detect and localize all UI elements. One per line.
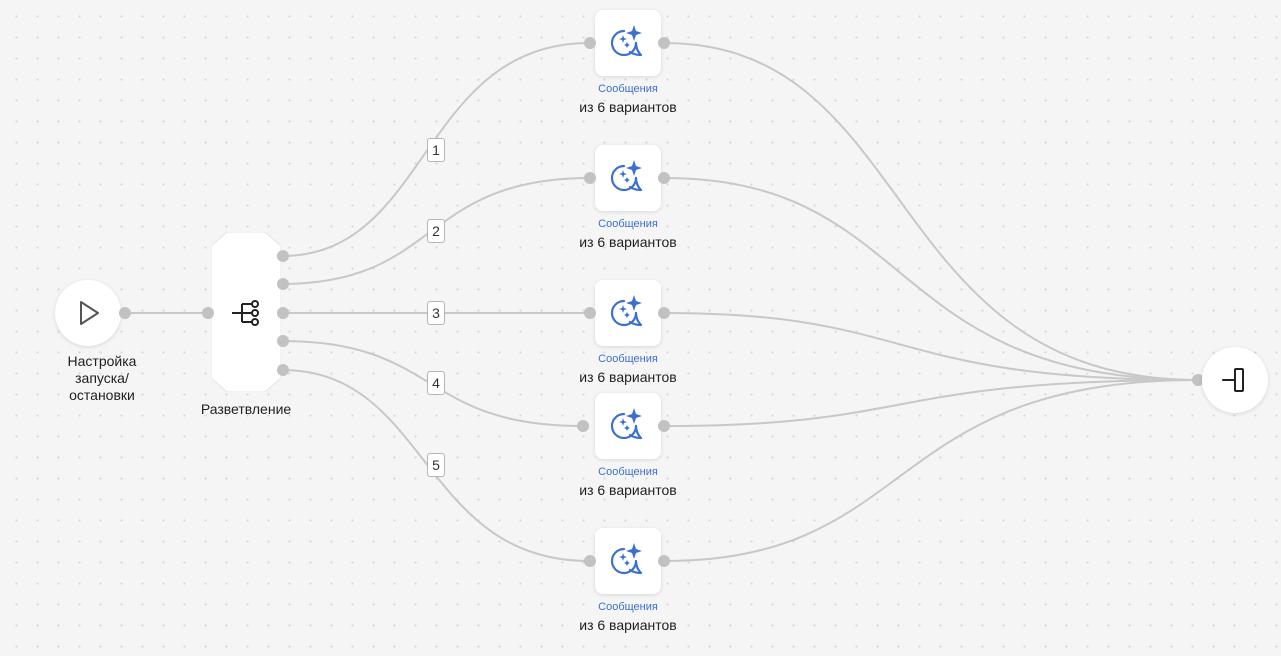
message-3-output-port[interactable]	[658, 307, 670, 319]
play-icon	[80, 301, 99, 325]
message-node-3[interactable]	[595, 280, 661, 346]
message-node-5[interactable]	[595, 528, 661, 594]
end-node[interactable]	[1202, 347, 1268, 413]
message-2-output-port[interactable]	[658, 172, 670, 184]
message-1-title: из 6 вариантов	[579, 99, 677, 115]
message-1-output-port[interactable]	[658, 37, 670, 49]
message-2-subtitle: Сообщения	[598, 218, 658, 230]
message-4-subtitle: Сообщения	[598, 466, 658, 478]
message-5-output-port[interactable]	[658, 555, 670, 567]
edge-msg-5-end	[663, 379, 1199, 562]
ai-chat-icon	[610, 295, 643, 327]
branch-output-port-4[interactable]	[277, 335, 289, 347]
branch-number-3[interactable]: 3	[427, 301, 445, 325]
ai-chat-icon	[610, 408, 643, 440]
start-label: Настройка запуска/остановки	[67, 353, 137, 403]
message-4-output-port[interactable]	[658, 420, 670, 432]
message-4-title: из 6 вариантов	[579, 482, 677, 498]
edge-msg-3-end	[663, 312, 1199, 381]
branch-node[interactable]	[211, 232, 281, 392]
message-1-input-port[interactable]	[584, 37, 596, 49]
ai-chat-icon	[610, 160, 643, 192]
branch-icon	[232, 300, 259, 326]
edge-msg-2-end	[663, 177, 1199, 381]
branch-output-port-1[interactable]	[277, 250, 289, 262]
message-3-subtitle: Сообщения	[598, 353, 658, 365]
message-2-title: из 6 вариантов	[579, 234, 677, 250]
branch-input-port[interactable]	[202, 307, 214, 319]
message-node-4[interactable]	[595, 393, 661, 459]
branch-output-port-2[interactable]	[277, 278, 289, 290]
message-4-input-port[interactable]	[577, 420, 589, 432]
end-input-port[interactable]	[1192, 374, 1204, 386]
branch-number-4[interactable]: 4	[427, 371, 445, 395]
message-5-subtitle: Сообщения	[598, 601, 658, 613]
message-node-1[interactable]	[595, 10, 661, 76]
ai-chat-icon	[610, 543, 643, 575]
edge-msg-1-end	[663, 42, 1199, 381]
message-5-title: из 6 вариантов	[579, 617, 677, 633]
edge-msg-4-end	[663, 379, 1199, 427]
end-icon	[1222, 368, 1244, 392]
message-1-subtitle: Сообщения	[598, 83, 658, 95]
start-output-port[interactable]	[119, 307, 131, 319]
message-node-2[interactable]	[595, 145, 661, 211]
branch-output-port-5[interactable]	[277, 364, 289, 376]
branch-number-5[interactable]: 5	[427, 453, 445, 477]
branch-number-2[interactable]: 2	[427, 219, 445, 243]
branch-output-port-3[interactable]	[277, 307, 289, 319]
message-2-input-port[interactable]	[584, 172, 596, 184]
branch-label: Разветвление	[200, 401, 292, 417]
branch-number-1[interactable]: 1	[427, 138, 445, 162]
start-node[interactable]	[55, 280, 121, 346]
message-3-title: из 6 вариантов	[579, 369, 677, 385]
ai-chat-icon	[610, 25, 643, 57]
message-3-input-port[interactable]	[584, 307, 596, 319]
message-5-input-port[interactable]	[584, 555, 596, 567]
